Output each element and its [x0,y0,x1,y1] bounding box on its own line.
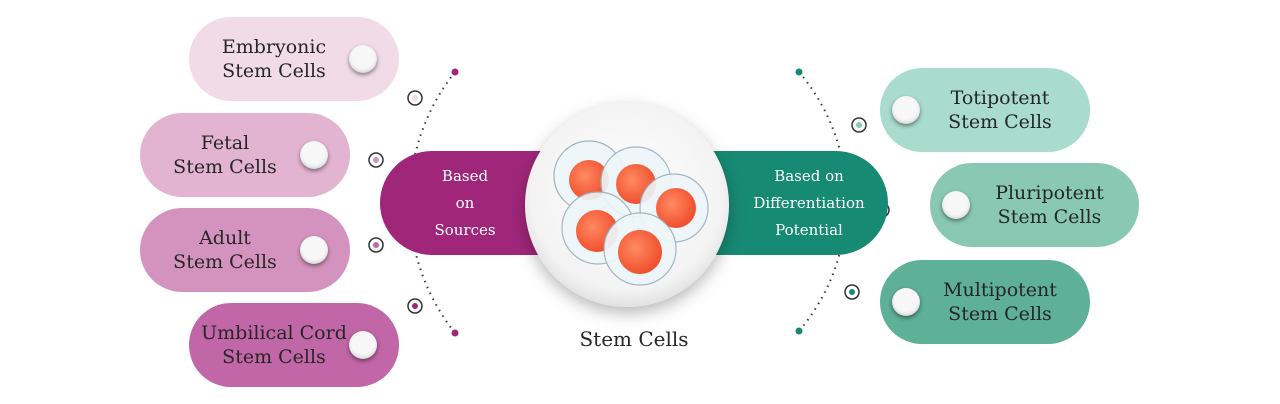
knob-icon [892,288,920,316]
umbilical-cord-stem-cells-pill: Umbilical Cord Stem Cells [189,303,399,387]
based-on-potential-label: Based on Differentiation Potential [753,166,865,239]
pill-label: Fetal Stem Cells [173,132,277,178]
arc-end-dot [795,327,803,335]
cell-cluster-icon [553,140,709,286]
multipotent-stem-cells-pill: Multipotent Stem Cells [880,260,1090,344]
knob-icon [942,191,970,219]
fetal-stem-cells-pill: Fetal Stem Cells [140,113,350,197]
knob-icon [349,331,377,359]
knob-icon [892,96,920,124]
arc-node [412,303,418,309]
embryonic-stem-cells-pill: Embryonic Stem Cells [189,17,399,101]
adult-stem-cells-pill: Adult Stem Cells [140,208,350,292]
right-arc [798,71,848,332]
pill-label: Pluripotent Stem Cells [995,182,1104,228]
pill-label: Totipotent Stem Cells [948,87,1052,133]
center-title: Stem Cells [579,327,689,351]
knob-icon [300,236,328,264]
arc-node [373,157,379,163]
arc-node [856,122,862,128]
pluripotent-stem-cells-pill: Pluripotent Stem Cells [930,163,1139,247]
arc-node [849,289,855,295]
totipotent-stem-cells-pill: Totipotent Stem Cells [880,68,1090,152]
arc-node [412,95,418,101]
pill-label: Umbilical Cord Stem Cells [201,322,347,368]
arc-end-dot [451,68,459,76]
arc-end-dot [451,329,459,337]
left-arc [408,71,456,334]
knob-icon [300,141,328,169]
arc-end-dot [795,68,803,76]
pill-label: Embryonic Stem Cells [221,36,327,82]
based-on-sources-label: Based on Sources [434,166,496,239]
cell-icon [603,212,677,286]
arc-node [373,242,379,248]
pill-label: Adult Stem Cells [173,227,277,273]
pill-label: Multipotent Stem Cells [943,279,1057,325]
knob-icon [349,45,377,73]
